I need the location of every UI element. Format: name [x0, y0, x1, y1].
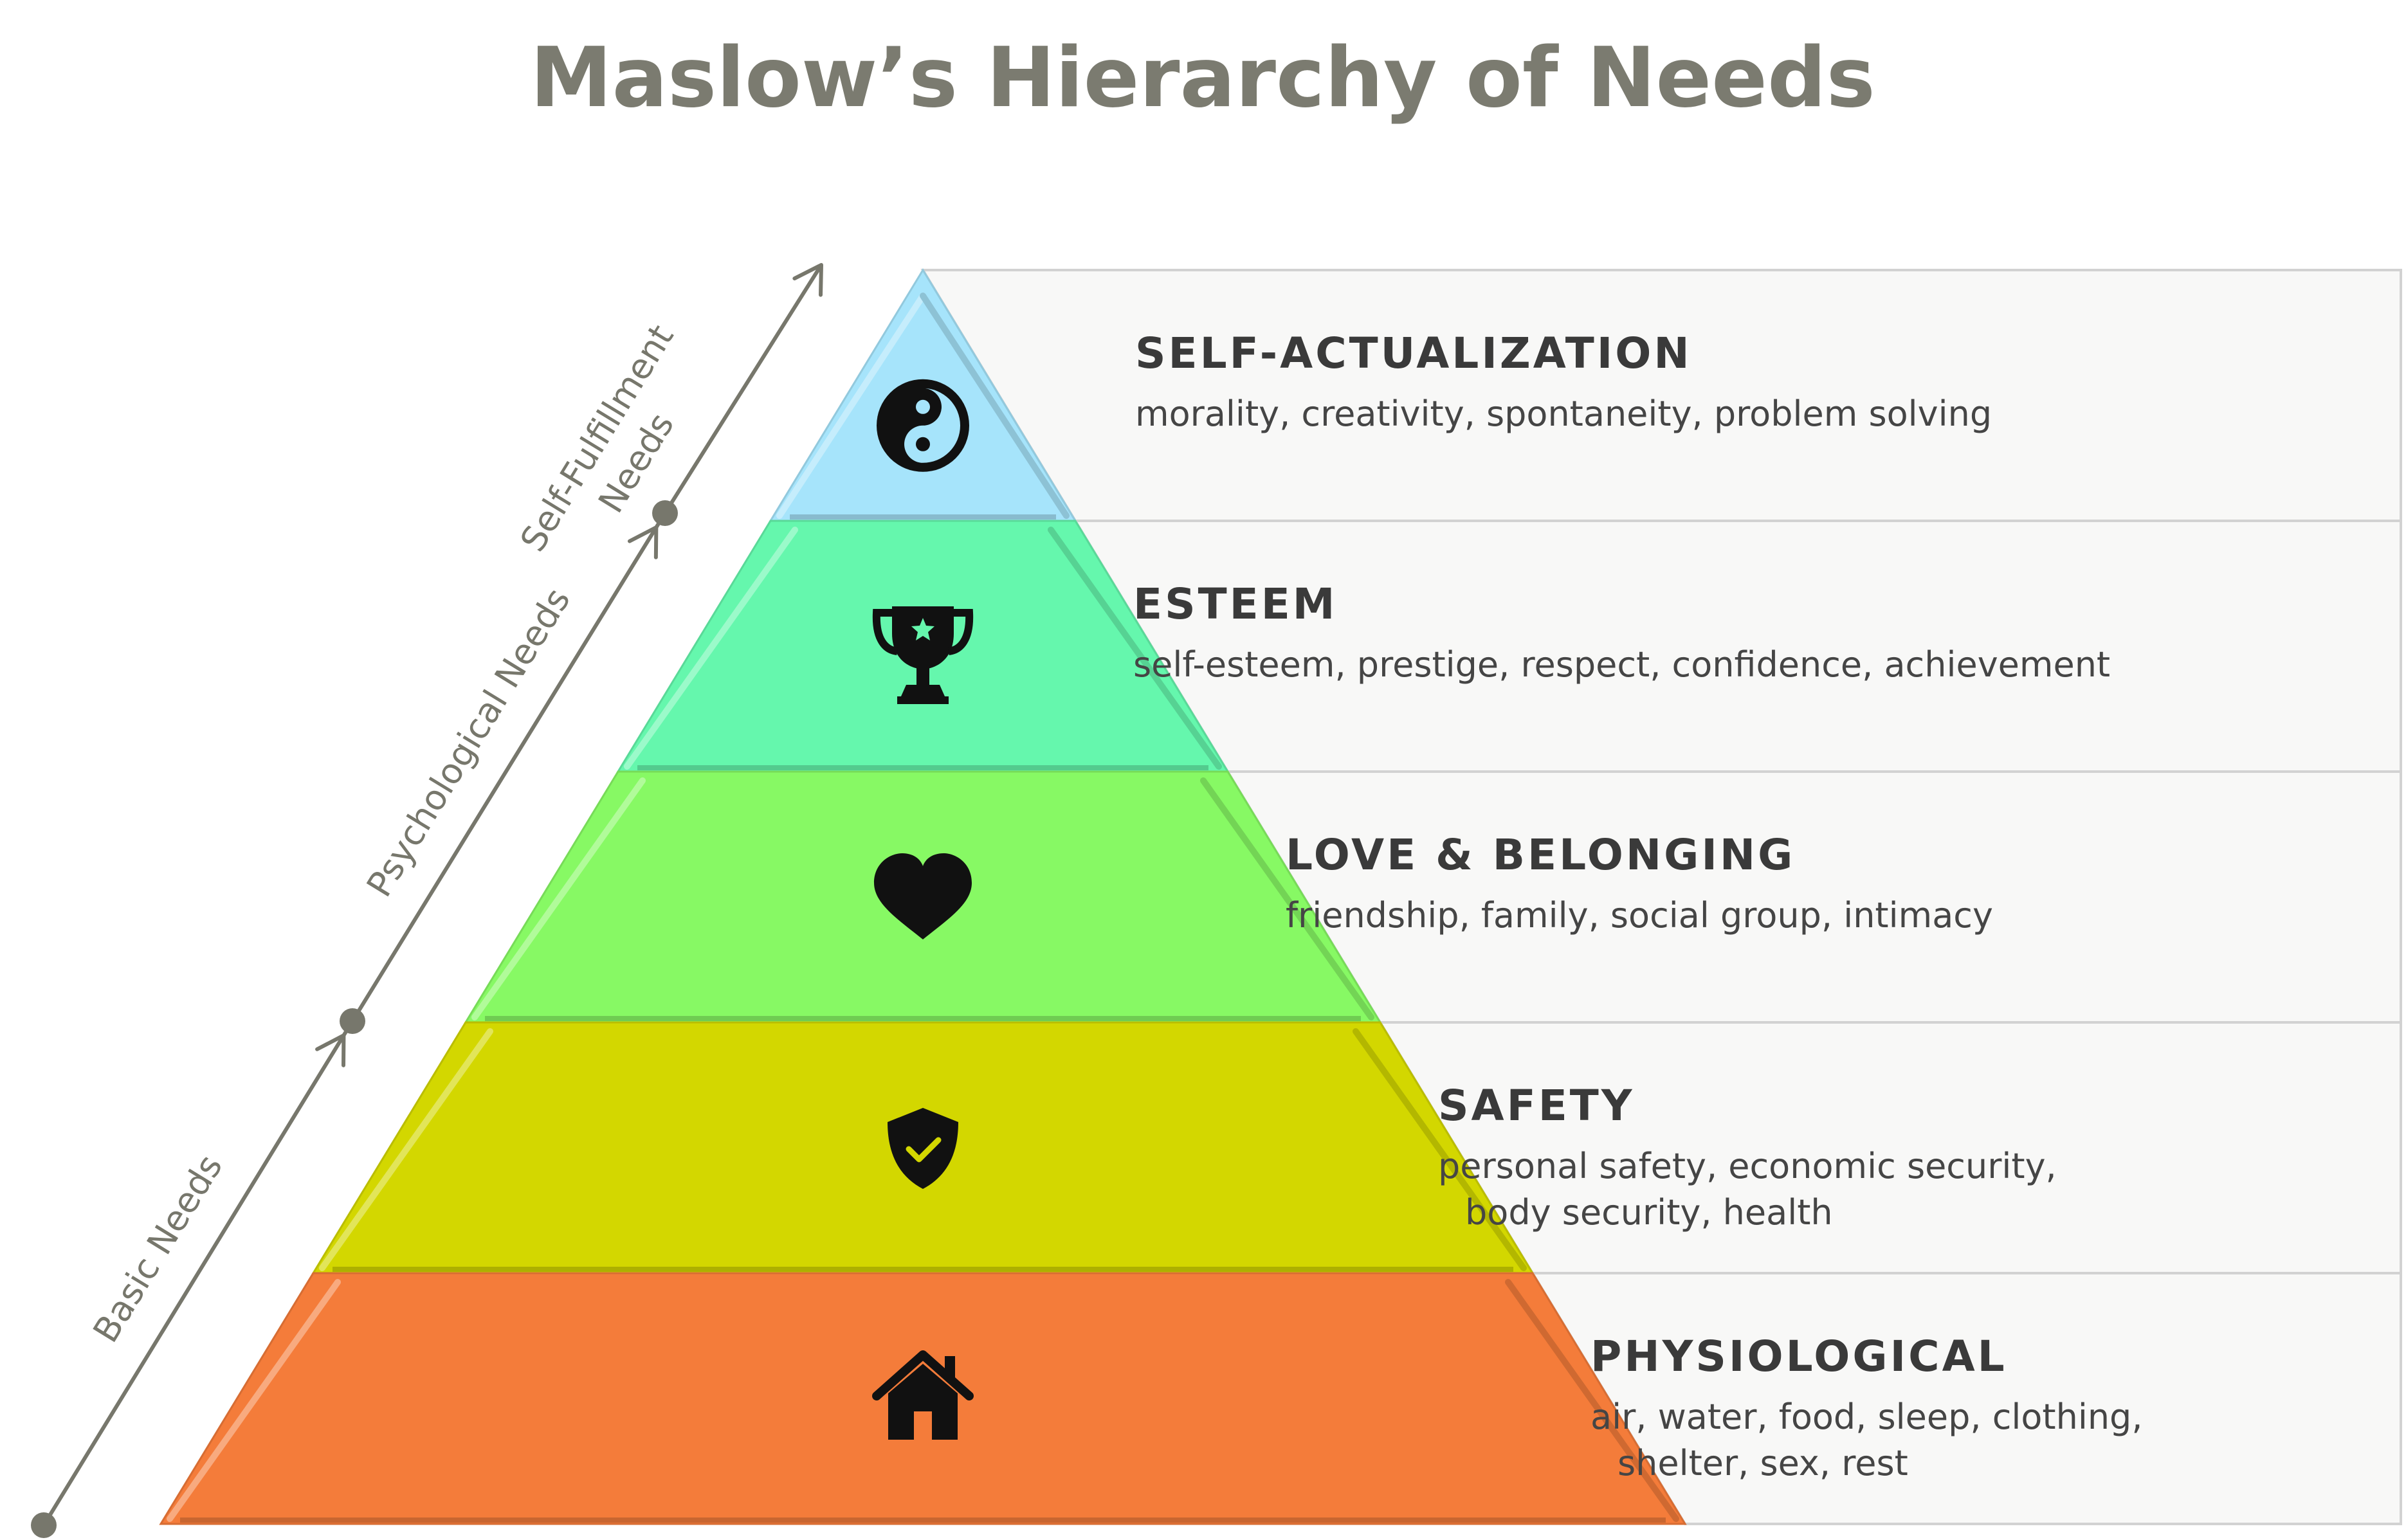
- bevel-shadow: [920, 293, 1070, 519]
- level-texts: SELF-ACTUALIZATION morality, creativity, …: [1133, 329, 2143, 1483]
- level-title: SELF-ACTUALIZATION: [1135, 329, 1692, 378]
- bevel-highlight: [776, 293, 926, 519]
- level-title: ESTEEM: [1133, 579, 1338, 629]
- pyramid-level: [616, 520, 1230, 773]
- description-panels: [920, 269, 2402, 1525]
- bevel-shadow: [1200, 777, 1374, 1020]
- level-description: personal safety, economic security,: [1438, 1146, 2057, 1186]
- level-title: SAFETY: [1438, 1081, 1635, 1130]
- trophy-icon: [872, 606, 974, 704]
- shield-check-icon: [888, 1108, 958, 1189]
- bevel-shadow: [1048, 527, 1222, 770]
- needs-label: Psychological Needs: [359, 581, 578, 903]
- pyramid-level: [464, 770, 1382, 1024]
- axis-dot: [652, 500, 678, 526]
- bevel-highlight: [167, 1279, 341, 1522]
- bevel-shadow: [1353, 1028, 1527, 1271]
- pyramid-level: [311, 1021, 1535, 1274]
- yin-yang-icon: [877, 379, 969, 472]
- level-description: air, water, food, sleep, clothing,: [1590, 1397, 2143, 1437]
- needs-label: Basic Needs: [85, 1148, 230, 1350]
- level-title: PHYSIOLOGICAL: [1590, 1332, 2007, 1381]
- level-description: self-esteem, prestige, respect, confiden…: [1133, 644, 2110, 685]
- axis-line: [663, 264, 823, 514]
- axis-dot: [31, 1512, 57, 1538]
- level-title: LOVE & BELONGING: [1286, 830, 1795, 880]
- pyramid-level: [159, 1272, 1687, 1525]
- level-description: shelter, sex, rest: [1618, 1443, 1908, 1483]
- level-description: body security, health: [1465, 1192, 1833, 1233]
- axis-line: [351, 512, 667, 1022]
- axis-dot: [340, 1008, 365, 1034]
- arrow-head: [627, 525, 659, 559]
- bevel-highlight: [319, 1028, 493, 1271]
- page-title: Maslow’s Hierarchy of Needs: [530, 30, 1875, 126]
- house-icon: [872, 1350, 974, 1440]
- arrow-head: [315, 1033, 346, 1067]
- level-description: friendship, family, social group, intima…: [1286, 895, 1993, 936]
- axis-line: [42, 1020, 354, 1526]
- pyramid-level: [769, 268, 1077, 522]
- pyramid: [159, 268, 1687, 1525]
- level-description: morality, creativity, spontaneity, probl…: [1135, 394, 1992, 434]
- bevel-highlight: [624, 527, 798, 770]
- bevel-highlight: [471, 777, 646, 1020]
- arrow-head: [792, 263, 823, 297]
- heart-icon: [874, 853, 972, 939]
- bevel-shadow: [1505, 1279, 1679, 1522]
